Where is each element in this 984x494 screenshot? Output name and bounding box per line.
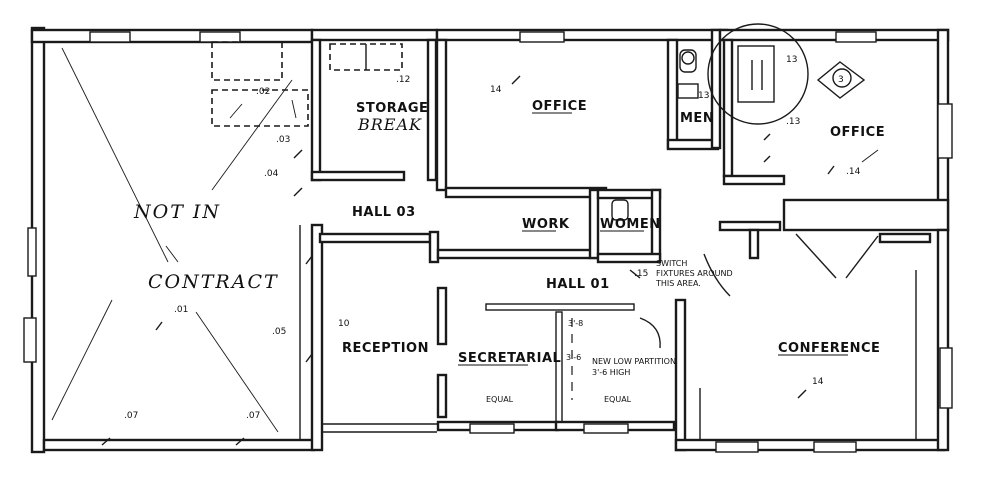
window — [813, 441, 857, 453]
switch-note-1: SWITCH — [656, 259, 687, 268]
equal-note-left: EQUAL — [486, 395, 514, 404]
toilet-icon — [611, 199, 629, 221]
window — [939, 347, 953, 409]
window — [469, 423, 515, 434]
tag-14b: .14 — [846, 167, 861, 177]
room-label-conference: CONFERENCE — [778, 341, 880, 356]
section-marker-icon — [816, 61, 866, 99]
room-label-men: MEN — [680, 111, 714, 126]
toilet-bowl-icon — [681, 51, 695, 65]
tag-14a: 14 — [490, 85, 502, 95]
tag-02: .02 — [256, 87, 270, 97]
window — [835, 31, 877, 43]
tag-07a: .07 — [124, 411, 138, 421]
tag-13c: .13 — [786, 117, 800, 127]
tag-3: 3 — [838, 75, 844, 85]
tag-14c: 14 — [812, 377, 824, 387]
window — [23, 317, 37, 363]
window — [519, 31, 565, 43]
work-women-rooms — [436, 188, 662, 279]
detail-circle — [707, 23, 809, 125]
low-partition — [485, 303, 635, 311]
room-label-women: WOMEN — [600, 217, 661, 232]
sink-icon — [677, 83, 699, 99]
window — [715, 441, 759, 453]
mens-room — [666, 28, 722, 151]
room-label-reception: RECEPTION — [342, 341, 429, 356]
partition-dimension: 3'-8 — [568, 319, 583, 328]
conference-room — [674, 220, 953, 453]
room-label-office-right: OFFICE — [830, 125, 885, 140]
room-label-hall-03: HALL 03 — [352, 205, 416, 220]
not-in-contract-area — [23, 26, 324, 454]
tag-15: .15 — [634, 269, 648, 279]
window — [27, 227, 37, 277]
toilet-icon — [679, 49, 697, 73]
tag-13a: 13 — [698, 91, 709, 101]
tag-05: .05 — [272, 327, 286, 337]
tag-13b: 13 — [786, 55, 797, 65]
room-label-secretarial: SECRETARIAL — [458, 351, 561, 366]
room-label-office-left: OFFICE — [532, 99, 587, 114]
hall-03 — [318, 230, 440, 264]
tag-10: 10 — [338, 319, 350, 329]
window — [583, 423, 629, 434]
window — [937, 103, 953, 159]
room-label-storage: STORAGE — [356, 101, 428, 116]
tag-01: .01 — [174, 305, 188, 315]
not-in-contract-note-2: CONTRACT — [148, 271, 279, 293]
not-in-contract-note-1: NOT IN — [133, 201, 221, 223]
tag-03: .03 — [276, 135, 290, 145]
window — [199, 31, 241, 43]
equal-note-right: EQUAL — [604, 395, 632, 404]
storage-break-room — [310, 28, 439, 182]
room-label-work: WORK — [522, 217, 570, 232]
switch-note-2: FIXTURES AROUND — [656, 269, 733, 278]
hall-01 — [322, 286, 676, 434]
window — [89, 31, 131, 43]
switch-note-3: THIS AREA. — [655, 279, 701, 288]
partition-note-1: NEW LOW PARTITION — [592, 357, 676, 366]
partition-dimension-2: 3'-6 — [566, 353, 581, 362]
tag-12: .12 — [396, 75, 410, 85]
tag-04: .04 — [264, 169, 279, 179]
partition-note-2: 3'-6 HIGH — [592, 368, 630, 377]
room-label-break: BREAK — [357, 115, 422, 134]
room-label-hall-01: HALL 01 — [546, 277, 610, 292]
tag-07b: .07 — [246, 411, 260, 421]
